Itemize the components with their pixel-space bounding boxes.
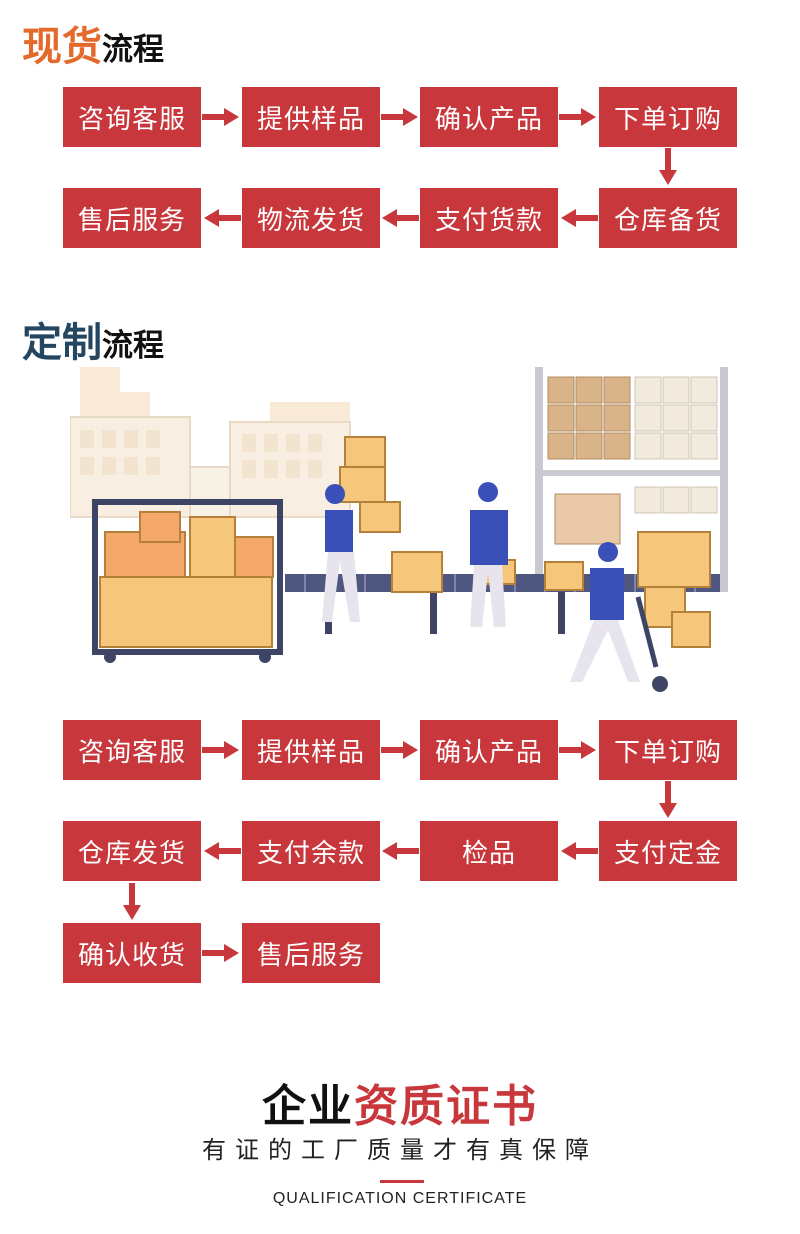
arrow-right-icon bbox=[381, 108, 418, 126]
certificate-title-red: 资质证书 bbox=[354, 1081, 538, 1132]
custom-step-dispatch: 仓库发货 bbox=[63, 821, 201, 881]
spot-step-sample: 提供样品 bbox=[242, 87, 380, 147]
arrow-right-icon bbox=[202, 944, 239, 962]
arrow-left-icon bbox=[382, 209, 419, 227]
spot-step-order: 下单订购 bbox=[599, 87, 737, 147]
certificate-title-dark: 企业 bbox=[262, 1081, 354, 1132]
arrow-down-icon bbox=[659, 781, 677, 818]
arrow-right-icon bbox=[202, 741, 239, 759]
arrow-right-icon bbox=[202, 108, 239, 126]
spot-step-payment: 支付货款 bbox=[420, 188, 558, 248]
spot-step-stock: 仓库备货 bbox=[599, 188, 737, 248]
divider bbox=[380, 1180, 424, 1183]
custom-heading-accent: 定制 bbox=[22, 319, 102, 366]
arrow-right-icon bbox=[559, 741, 596, 759]
spot-heading-accent: 现货 bbox=[22, 23, 102, 70]
custom-step-sample: 提供样品 bbox=[242, 720, 380, 780]
arrow-left-icon bbox=[382, 842, 419, 860]
custom-heading-rest: 流程 bbox=[102, 328, 164, 364]
arrow-left-icon bbox=[204, 209, 241, 227]
custom-process-heading: 定制流程 bbox=[22, 310, 164, 368]
arrow-down-icon bbox=[659, 148, 677, 185]
custom-step-confirm: 确认产品 bbox=[420, 720, 558, 780]
custom-step-consult: 咨询客服 bbox=[63, 720, 201, 780]
certificate-english-title: QUALIFICATION CERTIFICATE bbox=[272, 1190, 528, 1207]
custom-step-balance: 支付余款 bbox=[242, 821, 380, 881]
spot-heading-rest: 流程 bbox=[102, 32, 164, 68]
custom-step-receipt: 确认收货 bbox=[63, 923, 201, 983]
arrow-left-icon bbox=[204, 842, 241, 860]
arrow-right-icon bbox=[559, 108, 596, 126]
spot-step-shipping: 物流发货 bbox=[242, 188, 380, 248]
arrow-left-icon bbox=[561, 842, 598, 860]
spot-step-consult: 咨询客服 bbox=[63, 87, 201, 147]
custom-step-inspection: 检品 bbox=[420, 821, 558, 881]
arrow-left-icon bbox=[561, 209, 598, 227]
certificate-title: 企业资质证书 bbox=[0, 1070, 800, 1134]
warehouse-illustration bbox=[70, 367, 728, 692]
spot-process-heading: 现货流程 bbox=[22, 14, 164, 72]
arrow-down-icon bbox=[123, 883, 141, 920]
custom-step-order: 下单订购 bbox=[599, 720, 737, 780]
spot-step-aftersales: 售后服务 bbox=[63, 188, 201, 248]
spot-step-confirm: 确认产品 bbox=[420, 87, 558, 147]
certificate-subtitle: 有证的工厂质量才有真保障 bbox=[202, 1136, 598, 1164]
arrow-right-icon bbox=[381, 741, 418, 759]
custom-step-aftersales: 售后服务 bbox=[242, 923, 380, 983]
custom-step-deposit: 支付定金 bbox=[599, 821, 737, 881]
